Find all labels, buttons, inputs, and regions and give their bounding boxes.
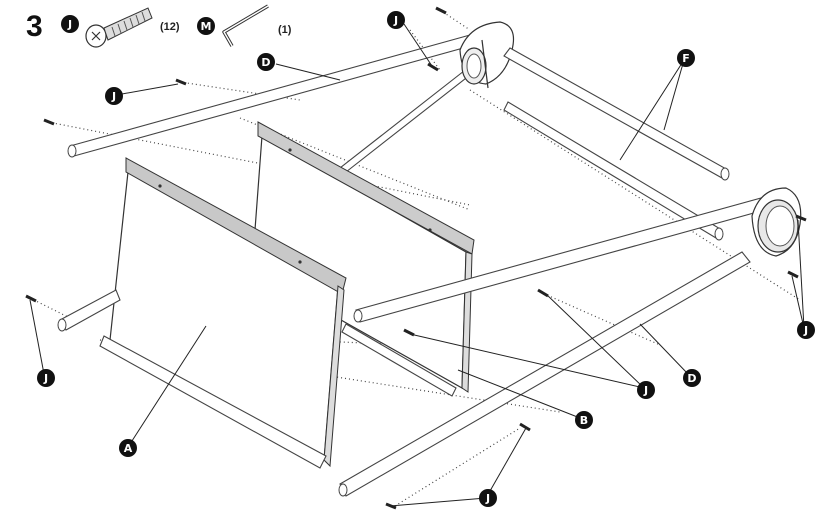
callout-j-left: J [105, 87, 123, 105]
bolt-icon [427, 62, 439, 72]
tube-leg-stub [59, 289, 121, 331]
bolt-icon [43, 118, 55, 126]
svg-text:B: B [580, 414, 588, 427]
bolt-icon [175, 78, 187, 86]
callout-a: A [119, 439, 137, 457]
tube-end-cap [67, 144, 77, 158]
callout-badge [61, 15, 79, 33]
panel-b [251, 121, 475, 393]
tube-f-top [503, 47, 729, 179]
callout-d-top: D [257, 53, 275, 71]
step-header: 3 J (12) M (1) [26, 4, 292, 48]
front-frame [57, 187, 802, 497]
back-frame [67, 21, 730, 241]
callout-badge [197, 17, 215, 35]
callout-f: F [677, 49, 695, 67]
step-number: 3 [26, 10, 43, 43]
svg-text:J: J [803, 324, 808, 337]
callouts: J D J F J A B J [37, 11, 815, 507]
callout-j-middle: J [637, 381, 655, 399]
svg-text:J: J [111, 90, 116, 103]
bolt-icon [435, 6, 447, 15]
bolt-icon [795, 214, 807, 222]
callout-b: B [575, 411, 593, 429]
svg-text:A: A [124, 442, 133, 455]
bolt-icon [25, 294, 37, 303]
tube-end-cap [720, 167, 730, 181]
hardware-count: (12) [160, 21, 180, 33]
leader-lines [29, 23, 805, 507]
callout-j-right: J [797, 321, 815, 339]
svg-text:J: J [485, 492, 490, 505]
svg-text:J: J [643, 384, 648, 397]
svg-text:F: F [682, 52, 690, 65]
front-hub [751, 187, 802, 257]
tube-end-cap [338, 483, 348, 497]
callout-j-top: J [387, 11, 405, 29]
callout-d-bottom: D [683, 369, 701, 387]
tube-end-cap [57, 318, 67, 332]
callout-j-bottom-left: J [37, 369, 55, 387]
back-hub [459, 21, 515, 89]
hardware-letter: J [67, 18, 72, 31]
bolt-icon [787, 270, 799, 279]
svg-text:D: D [687, 372, 696, 385]
svg-text:D: D [261, 56, 270, 69]
hardware-item-m: M (1) [197, 4, 292, 47]
tube-lower-rail-b [341, 323, 457, 397]
bolt-icon [519, 422, 531, 432]
hardware-count: (1) [278, 24, 292, 36]
hardware-letter: M [201, 20, 212, 33]
tube-lower-rail [99, 335, 327, 469]
tube-end-cap [353, 309, 363, 323]
allen-key-icon [222, 4, 269, 47]
callout-j-bottom: J [479, 489, 497, 507]
bolt-icon [85, 7, 153, 48]
svg-text:J: J [43, 372, 48, 385]
tube-strut [339, 59, 485, 173]
svg-text:J: J [393, 14, 398, 27]
hardware-item-j: J (12) [61, 7, 180, 48]
tube-end-cap [714, 227, 724, 241]
